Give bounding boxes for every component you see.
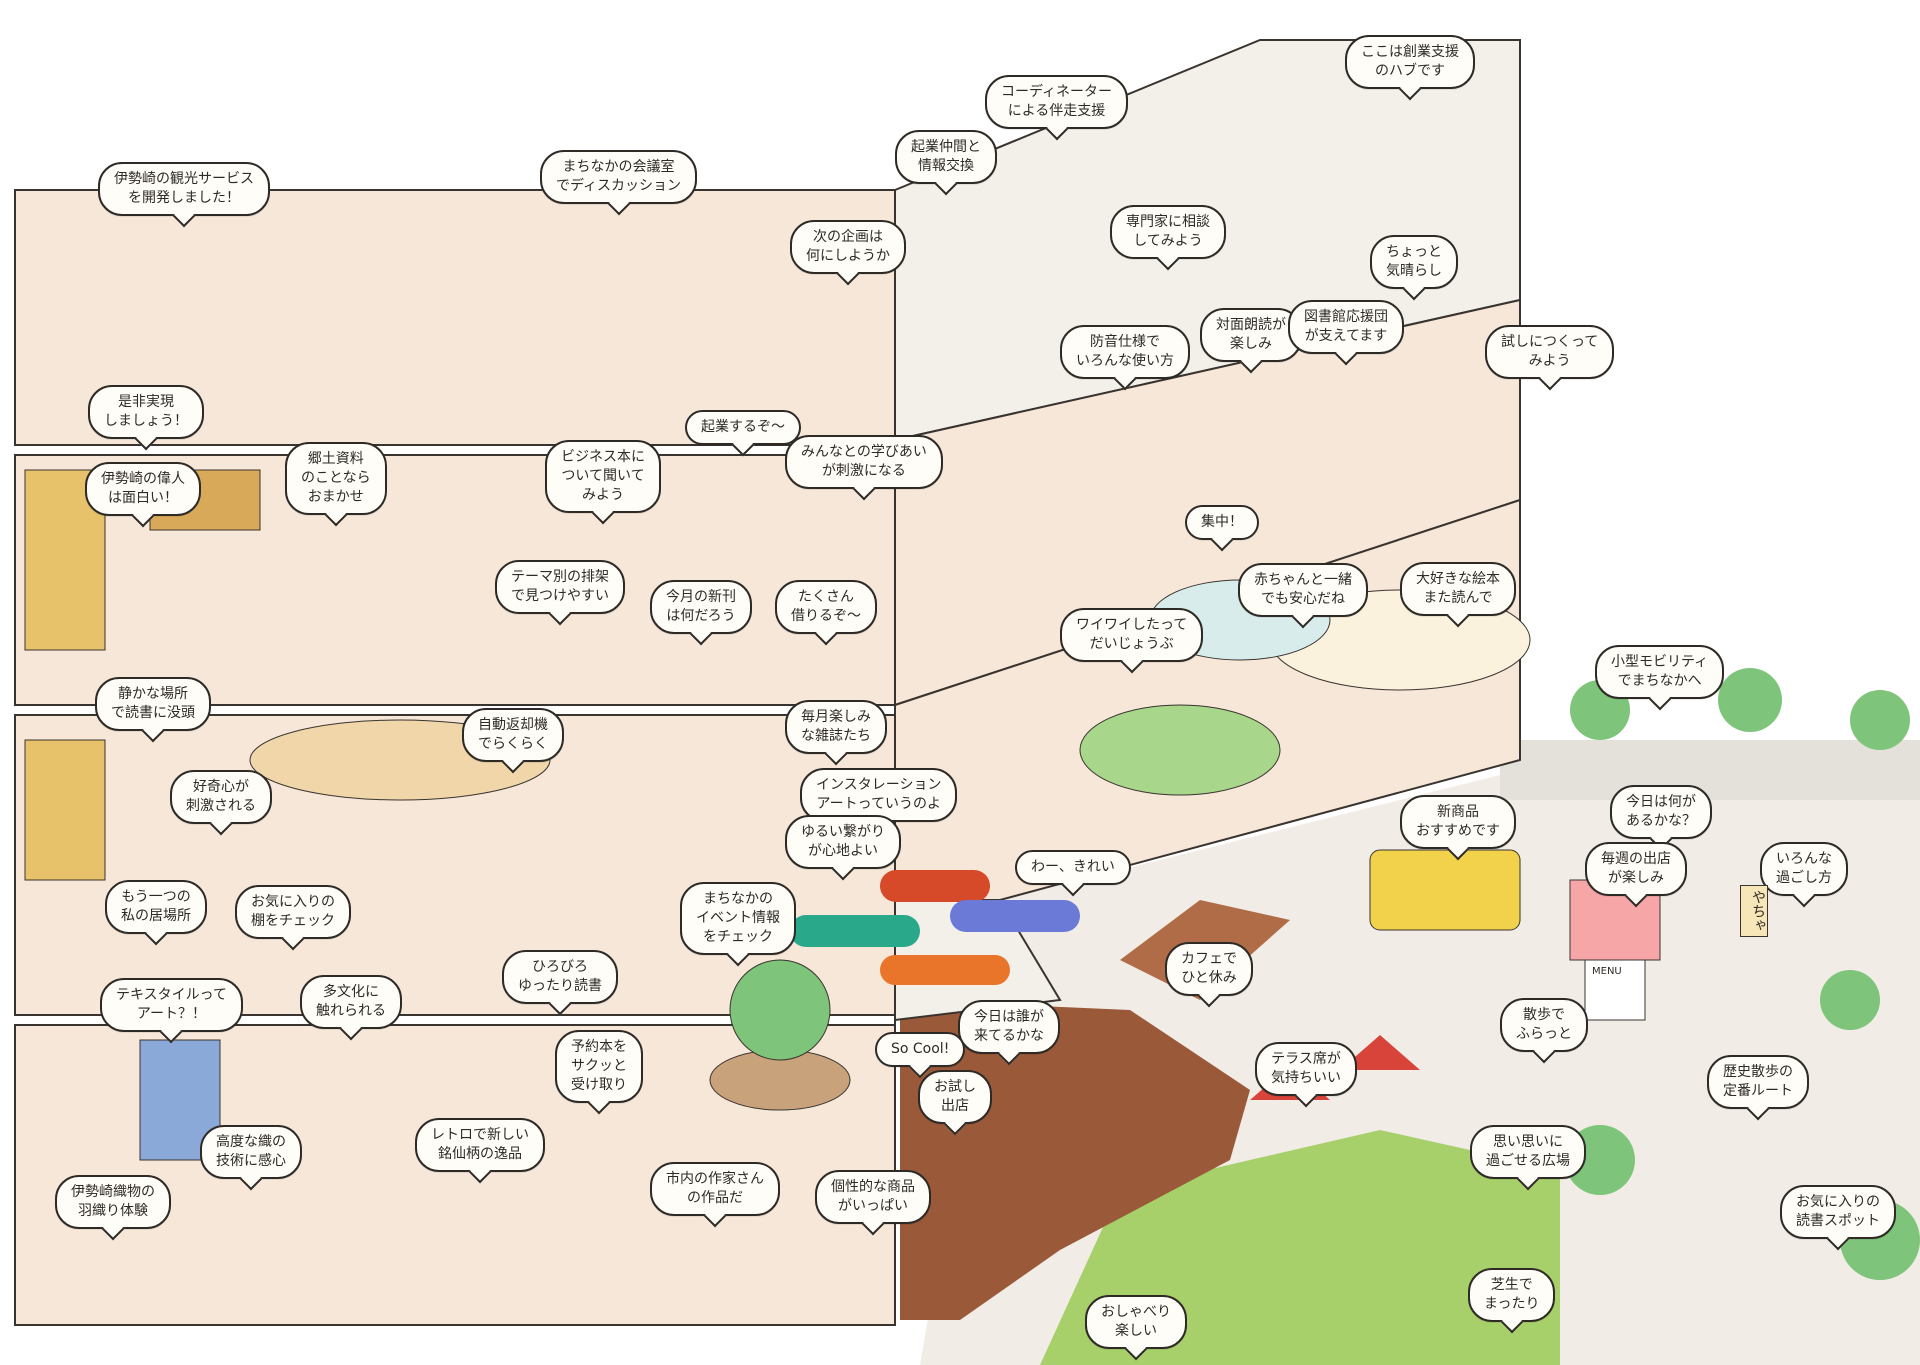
tree — [1850, 690, 1910, 750]
speech-bubble: まちなかの イベント情報 をチェック — [680, 882, 796, 955]
speech-bubble: 散歩で ふらっと — [1500, 998, 1588, 1052]
speech-bubble: テーマ別の排架 で見つけやすい — [495, 560, 625, 614]
menu-board — [1584, 959, 1646, 1021]
speech-bubble: 伊勢崎の観光サービス を開発しました！ — [98, 162, 270, 216]
speech-bubble: お試し 出店 — [918, 1070, 992, 1124]
speech-bubble: コーディネーター による伴走支援 — [985, 75, 1129, 129]
speech-bubble: みんなとの学びあい が刺激になる — [785, 435, 943, 489]
menu-sign: MENU — [1592, 966, 1622, 977]
kids-play-mat — [1079, 704, 1281, 796]
shop-banner: やちゃ — [1740, 885, 1768, 937]
speech-bubble: 伊勢崎織物の 羽織り体験 — [55, 1175, 171, 1229]
speech-bubble: レトロで新しい 銘仙柄の逸品 — [415, 1118, 545, 1172]
speech-bubble: 毎月楽しみ な雑誌たち — [785, 700, 887, 754]
speech-bubble: 起業するぞ～ — [685, 410, 801, 445]
speech-bubble: 個性的な商品 がいっぱい — [815, 1170, 931, 1224]
speech-bubble: お気に入りの 棚をチェック — [235, 885, 351, 939]
installation-art-orange — [880, 955, 1010, 985]
speech-bubble: 集中！ — [1185, 505, 1259, 540]
speech-bubble: 今日は何が あるかな？ — [1610, 785, 1712, 839]
speech-bubble: ちょっと 気晴らし — [1370, 235, 1458, 289]
speech-bubble: 試しにつくって みよう — [1485, 325, 1615, 379]
speech-bubble: カフェで ひと休み — [1165, 942, 1253, 996]
speech-bubble: 図書館応援団 が支えてます — [1288, 300, 1404, 354]
speech-bubble: 今月の新刊 は何だろう — [650, 580, 752, 634]
tree — [1718, 668, 1782, 732]
bookshelf — [24, 739, 106, 881]
speech-bubble: たくさん 借りるぞ～ — [775, 580, 877, 634]
speech-bubble: 市内の作家さん の作品だ — [650, 1162, 780, 1216]
speech-bubble: 毎週の出店 が楽しみ — [1585, 842, 1687, 896]
speech-bubble: 対面朗読が 楽しみ — [1200, 308, 1302, 362]
speech-bubble: 大好きな絵本 また読んで — [1400, 562, 1516, 616]
installation-art-teal — [790, 915, 920, 947]
road — [1500, 740, 1920, 800]
speech-bubble: インスタレーション アートっていうのよ — [800, 768, 958, 822]
tree — [1820, 970, 1880, 1030]
speech-bubble: 郷土資料 のことなら おまかせ — [285, 442, 387, 515]
speech-bubble: 予約本を サクッと 受け取り — [555, 1030, 643, 1103]
speech-bubble: 今日は誰が 来てるかな — [958, 1000, 1060, 1054]
installation-art-check — [950, 900, 1080, 932]
installation-art-red — [880, 870, 990, 902]
speech-bubble: 歴史散歩の 定番ルート — [1707, 1055, 1809, 1109]
center-tree — [729, 959, 831, 1061]
speech-bubble: 高度な織の 技術に感心 — [200, 1125, 302, 1179]
speech-bubble: テラス席が 気持ちいい — [1255, 1042, 1357, 1096]
speech-bubble: 是非実現 しましょう！ — [88, 385, 204, 439]
speech-bubble: 防音仕様で いろんな使い方 — [1060, 325, 1190, 379]
speech-bubble: お気に入りの 読書スポット — [1780, 1185, 1896, 1239]
speech-bubble: ここは創業支援 のハブです — [1345, 35, 1475, 89]
speech-bubble: いろんな 過ごし方 — [1760, 842, 1848, 896]
speech-bubble: 芝生で まったり — [1468, 1268, 1556, 1322]
speech-bubble: わー、きれい — [1015, 850, 1131, 885]
speech-bubble: ゆるい繋がり が心地よい — [785, 815, 901, 869]
speech-bubble: 赤ちゃんと一緒 でも安心だね — [1238, 563, 1368, 617]
speech-bubble: 専門家に相談 してみよう — [1110, 205, 1226, 259]
speech-bubble: ひろびろ ゆったり読書 — [502, 950, 618, 1004]
speech-bubble: 好奇心が 刺激される — [170, 770, 272, 824]
speech-bubble: 静かな場所 で読書に没頭 — [95, 677, 211, 731]
speech-bubble: 新商品 おすすめです — [1400, 795, 1516, 849]
speech-bubble: So Cool! — [875, 1032, 966, 1067]
speech-bubble: 多文化に 触れられる — [300, 975, 402, 1029]
speech-bubble: まちなかの会議室 でディスカッション — [540, 150, 698, 204]
speech-bubble: 小型モビリティ でまちなかへ — [1595, 645, 1725, 699]
speech-bubble: テキスタイルって アート？！ — [100, 978, 243, 1032]
speech-bubble: 自動返却機 でらくらく — [462, 708, 564, 762]
food-truck — [1369, 849, 1521, 931]
speech-bubble: 思い思いに 過ごせる広場 — [1470, 1125, 1586, 1179]
speech-bubble: 伊勢崎の偉人 は面白い！ — [85, 462, 201, 516]
speech-bubble: 起業仲間と 情報交換 — [895, 130, 997, 184]
speech-bubble: 次の企画は 何にしようか — [790, 220, 906, 274]
speech-bubble: おしゃべり 楽しい — [1085, 1295, 1187, 1349]
speech-bubble: ビジネス本に ついて聞いて みよう — [545, 440, 661, 513]
speech-bubble: ワイワイしたって だいじょうぶ — [1060, 608, 1204, 662]
speech-bubble: もう一つの 私の居場所 — [105, 880, 207, 934]
parasol — [1340, 1035, 1420, 1070]
